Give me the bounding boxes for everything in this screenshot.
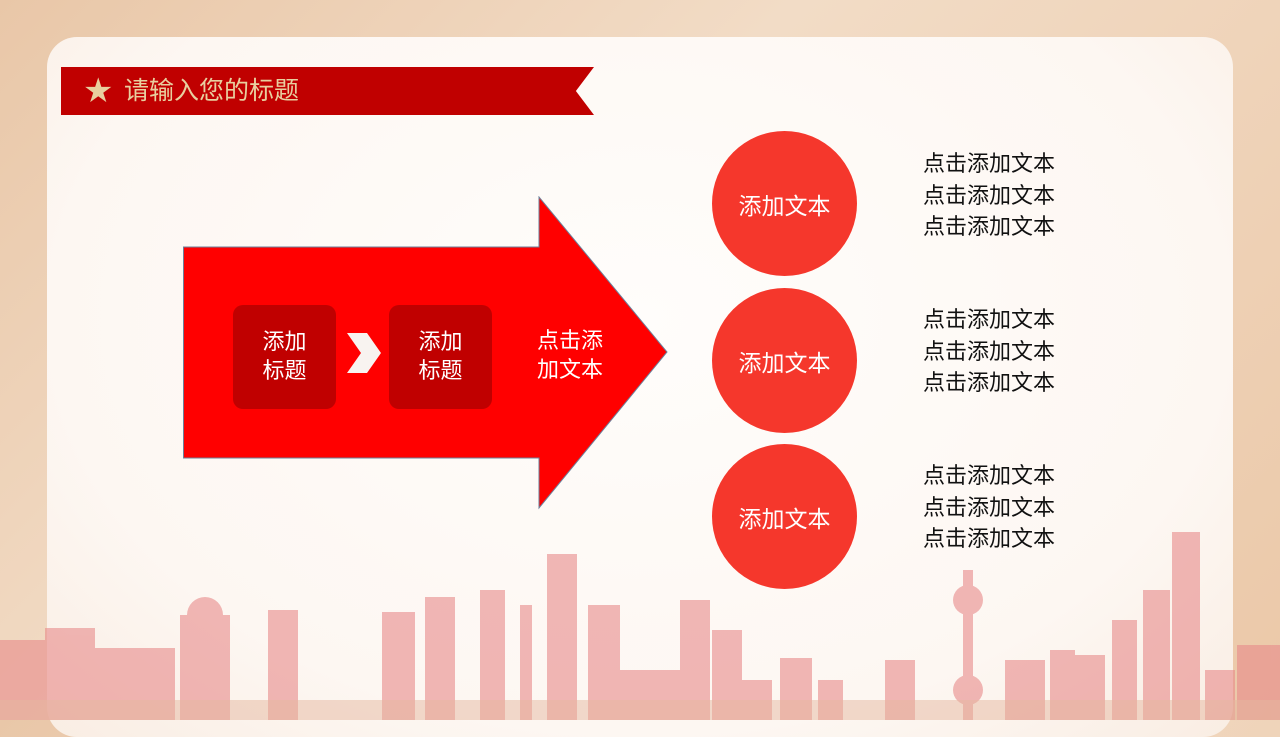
text-line: 点击添加文本 — [923, 464, 1056, 489]
text-line: 点击添加文本 — [923, 371, 1056, 396]
text-line: 点击添加文本 — [923, 339, 1056, 365]
title-banner: ★ 请输入您的标题 — [61, 67, 594, 115]
circle-label: 添加文本 — [738, 193, 831, 220]
circle-item-2[interactable]: 添加文本 — [712, 288, 857, 433]
text-block-2[interactable]: 点击添加文本 点击添加文本 点击添加文本 — [923, 305, 1055, 400]
text-line: 点击添加文本 — [923, 215, 1056, 240]
text-line: 点击添加文本 — [923, 527, 1056, 552]
text-line: 点击添加文本 — [923, 152, 1056, 177]
chevron-right-icon — [347, 333, 381, 373]
text-line: 点击添加文本 — [923, 183, 1056, 209]
text-line: 点击添加文本 — [923, 495, 1056, 521]
text-block-3[interactable]: 点击添加文本 点击添加文本 点击添加文本 — [923, 461, 1055, 556]
circle-item-1[interactable]: 添加文本 — [712, 131, 857, 276]
step-box-1[interactable]: 添加 标题 — [233, 305, 336, 409]
circle-item-3[interactable]: 添加文本 — [712, 444, 857, 589]
circle-label: 添加文本 — [738, 506, 831, 533]
slide-title[interactable]: 请输入您的标题 — [124, 76, 300, 105]
step-box-2[interactable]: 添加 标题 — [389, 305, 492, 409]
circle-label: 添加文本 — [738, 350, 831, 377]
star-icon: ★ — [83, 71, 114, 111]
arrow-text[interactable]: 点击添 加文本 — [536, 329, 603, 383]
step-label: 添加 标题 — [418, 330, 463, 384]
step-label: 添加 标题 — [262, 330, 307, 384]
text-block-1[interactable]: 点击添加文本 点击添加文本 点击添加文本 — [923, 149, 1055, 244]
text-line: 点击添加文本 — [923, 308, 1056, 333]
city-skyline-decoration — [0, 532, 1280, 720]
